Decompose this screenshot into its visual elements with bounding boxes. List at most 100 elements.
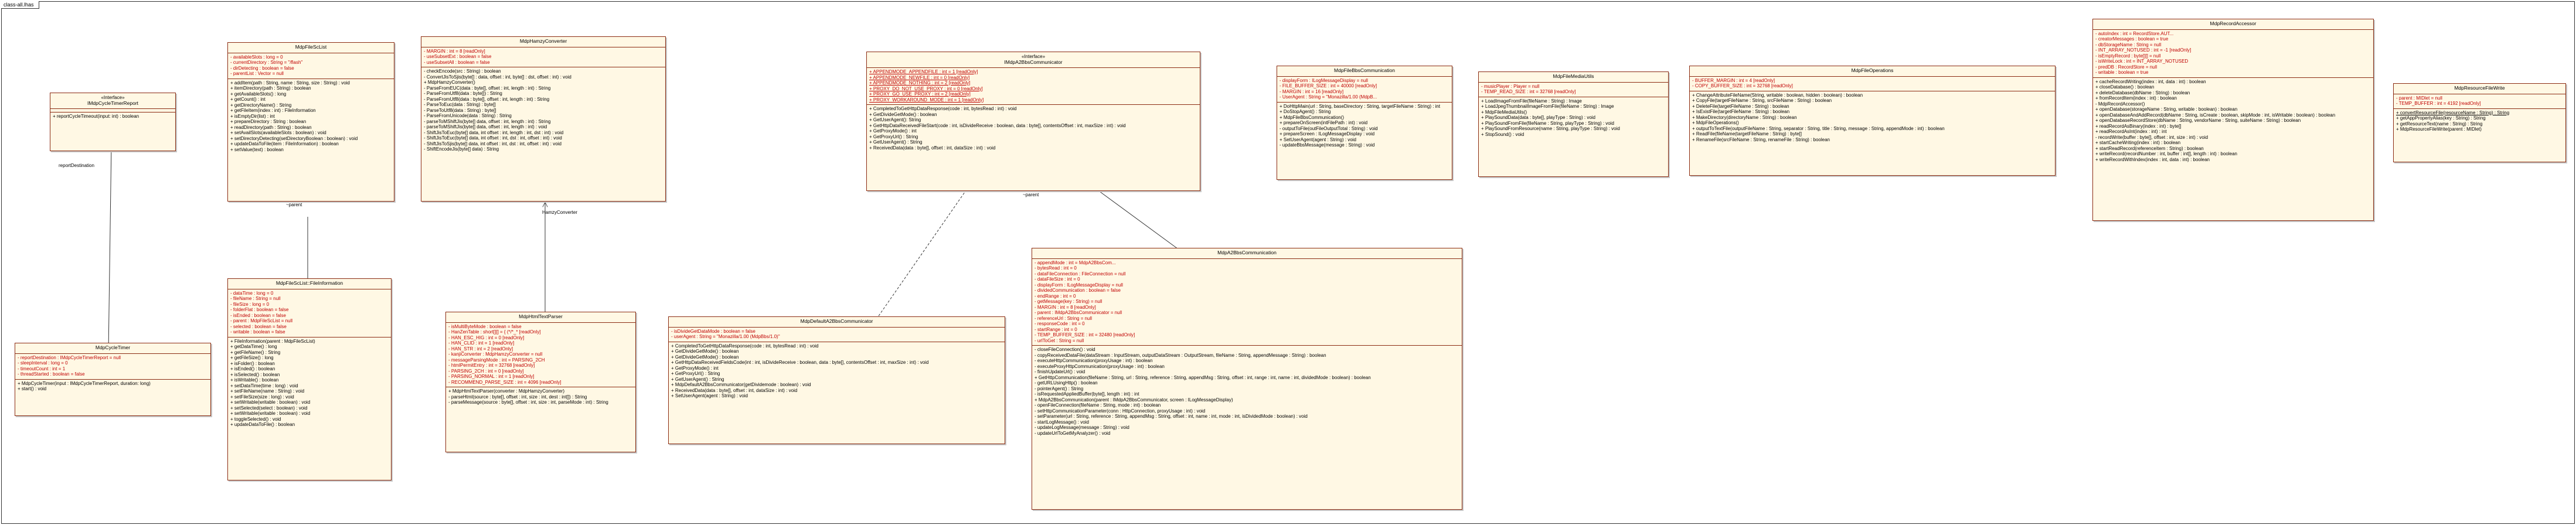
class-attribute: - MARGIN : int = 8 [readOnly] bbox=[1035, 304, 1096, 310]
class-operation: + StopSound() : void bbox=[1481, 131, 1524, 137]
class-fields-section: + APPENDMODE_APPENDFILE : int = 1 [readO… bbox=[867, 68, 1200, 105]
class-box-file-operations[interactable]: MdpFileOperations - BUFFER_MARGIN : int =… bbox=[1689, 66, 2056, 176]
class-box-a2bbs-communicator-iface[interactable]: «Interface»IMdpA2BbsCommunicator+ APPEND… bbox=[866, 52, 1200, 191]
class-operation: + isFolder() : boolean bbox=[230, 360, 275, 366]
class-operation: - ParseFromUtf8(data : byte[]) : String bbox=[424, 91, 502, 96]
class-fields-section: - MARGIN : int = 8 [readOnly]- useSubset… bbox=[421, 47, 665, 67]
class-operation: + addItem(path : String, name : String, … bbox=[230, 80, 350, 86]
class-operation: - ParseFromEUC(data : byte[], offset : i… bbox=[424, 85, 551, 91]
class-operation: + itemDirectory(path : String) : boolean bbox=[230, 86, 311, 91]
class-operation: + getFileItem(index : int) : FileInforma… bbox=[230, 108, 316, 113]
class-box-media-util[interactable]: MdpFileMediaUtils- musicPlayer : Player … bbox=[1478, 71, 1669, 177]
class-attribute: - musicPlayer : Player = null bbox=[1481, 83, 1540, 89]
class-header: MdpHamzyConverter bbox=[421, 37, 665, 47]
class-operation: + setDataTime(time : long) : void bbox=[230, 383, 298, 388]
class-operation: + ReadFile(fileName(targetFileName : Str… bbox=[1692, 131, 1802, 137]
class-name: IMdpA2BbsCommunicator bbox=[1004, 59, 1063, 65]
class-operation: - setHttpCommunicationParameter(conn : H… bbox=[1035, 408, 1206, 414]
class-attribute: - isWriteLock : int = INT_ARRAY_NOTUSED bbox=[2095, 59, 2189, 64]
class-operation: + MakeDirectory(directoryName : String) … bbox=[1692, 114, 1797, 120]
class-operation: + IsExistFile(targetFileName : String) :… bbox=[1692, 109, 1790, 114]
class-attribute: - TEMP_READ_SIZE : int = 32768 [readOnly… bbox=[1481, 89, 1576, 94]
class-box-a2bbs-communication[interactable]: MdpA2BbsCommunication- appendMode : int … bbox=[1032, 248, 1462, 510]
class-attribute: - dataTime : long = 0 bbox=[230, 290, 274, 296]
class-attribute: - parent : MdpFileScList = null bbox=[230, 318, 293, 323]
class-operation: + start() : void bbox=[18, 386, 47, 391]
class-operation: + startCacheWriting(index : int) : boole… bbox=[2095, 140, 2181, 145]
class-attribute: - BUFFER_MARGIN : int = 4 [readOnly] bbox=[1692, 77, 1775, 83]
class-header: MdpA2BbsCommunication bbox=[1032, 248, 1462, 259]
class-methods-section: + addItem(path : String, name : String, … bbox=[228, 79, 394, 155]
class-box-resource-file[interactable]: MdpResourceFileWrite- parent : MIDlet = … bbox=[2393, 83, 2566, 162]
class-operation: + CopyFile(targetFileName : String, srcF… bbox=[1692, 98, 1832, 103]
class-box-cycle-timer[interactable]: MdpCycleTimer- reportDestination : IMdpC… bbox=[15, 343, 211, 416]
class-attribute: - autoIndex : int = RecordStore.AUT... bbox=[2095, 30, 2174, 36]
class-name: MdpHamzyConverter bbox=[519, 38, 567, 44]
class-name: MdpFileBbsCommunication bbox=[1334, 67, 1395, 73]
class-operation: + getCount() : int bbox=[230, 97, 266, 102]
class-operation: + readRecordAsInt(index : int) : int bbox=[2095, 129, 2167, 134]
class-operation: + MdpA2BbsCommunication(parent : IMdpA2B… bbox=[1035, 397, 1233, 403]
class-operation: + writeRecord(recordNumber : int, buffer… bbox=[2095, 151, 2237, 156]
class-operation: + deleteDatabase(dbName : String) : bool… bbox=[2095, 90, 2190, 96]
class-attribute: - INT_ARRAY_NOTUSED : int = -1 [readOnly… bbox=[2095, 47, 2192, 53]
class-operation: + ReceivedData(data : byte[], offset : i… bbox=[869, 145, 996, 151]
class-box-record-accessor[interactable]: MdpRecordAccessor- autoIndex : int = Rec… bbox=[2092, 19, 2374, 221]
class-attribute: - parentList : Vector = null bbox=[230, 71, 284, 76]
class-header: MdpFileMediaUtils bbox=[1479, 72, 1668, 83]
class-operation: + GetProxyUrl() : String bbox=[869, 134, 918, 139]
class-methods-section: + LoadImageFromFile(fileName : String) :… bbox=[1479, 97, 1668, 139]
relation-label: ~parent bbox=[1023, 192, 1039, 197]
class-box-file-sc-list[interactable]: MdpFileScList- availableSlots : long = 0… bbox=[227, 42, 394, 202]
class-header: MdpFileScList::FileInformation bbox=[228, 279, 391, 289]
class-box-html-parser[interactable]: MdpHtmlTextParser- isMultiByteMode : boo… bbox=[445, 312, 636, 452]
class-methods-section: + FileInformation(parent : MdpFileScList… bbox=[228, 338, 391, 429]
class-attribute: - TEMP_BUFFER : int = 4192 [readOnly] bbox=[2396, 101, 2481, 106]
class-operation: - copyReceivedDataFile(dataStream : Inpu… bbox=[1035, 352, 1326, 358]
class-operation: + GetHttpDataReceivedFileStart(code : in… bbox=[869, 122, 1126, 128]
class-operation: + PlaySoundData(data : byte[], playType … bbox=[1481, 115, 1595, 120]
class-operation: - parseMessage(source : byte[], offset :… bbox=[448, 400, 608, 405]
class-operation: - executeHttpCommunication(proxyUsage : … bbox=[1035, 358, 1153, 363]
class-operation: + isEnded() : boolean bbox=[230, 366, 275, 371]
class-attribute: - predDB : RecordStore = null bbox=[2095, 64, 2158, 70]
class-operation: + MdpFileMediaUtils() bbox=[1481, 109, 1527, 115]
class-operation: - ConvertJisToSjis(byte[] : data, offset… bbox=[424, 74, 571, 80]
class-box-bbs-communication[interactable]: MdpFileBbsCommunication - displayForm : I… bbox=[1277, 66, 1452, 180]
class-methods-section: - closeFileConnection() : void- copyRece… bbox=[1032, 346, 1462, 438]
class-attribute: - getMessage(key : String) = null bbox=[1035, 299, 1102, 304]
class-attribute: - HanZenTable : short[][] = { (*/*_* [re… bbox=[448, 329, 541, 335]
class-attribute: + PROXY_GO_USE_PROXY : int = 2 [readOnly… bbox=[869, 91, 971, 97]
class-operation: + GetUserAgent() : String bbox=[671, 376, 724, 382]
class-operation: + isEmptyDir(list) : int bbox=[230, 113, 275, 119]
class-operation: + cacheRecordWriting(index : int, data :… bbox=[2095, 79, 2206, 84]
class-operation: + LoadJpegThumbnailImageFromFile(fileNam… bbox=[1481, 104, 1614, 109]
class-operation: + setWritable(writable : boolean) : void bbox=[230, 411, 311, 416]
class-box-file-information[interactable]: MdpFileScList::FileInformation- dataTime… bbox=[227, 278, 392, 480]
class-attribute: + PROXY_WORKAROUND_MODE : int = 1 [readO… bbox=[869, 97, 984, 103]
class-attribute: - isMultiByteMode : boolean = false bbox=[448, 323, 522, 329]
class-attribute: - displayForm : ILogMessageDisplay = nul… bbox=[1280, 77, 1368, 83]
class-attribute: + APPENDMODE_NEWFILE : int = 0 [readOnly… bbox=[869, 74, 970, 80]
class-operation: - openFileConnection(fileName : String, … bbox=[1035, 403, 1161, 408]
class-operation: - ParseFromUnicode(data : String) : Stri… bbox=[424, 113, 512, 118]
class-attribute: - isEmptyRecord : byte[][] = null bbox=[2095, 53, 2161, 59]
class-attribute: + PROXY_DO_NOT_USE_PROXY : int = 0 [read… bbox=[869, 86, 983, 91]
class-name: MdpFileOperations bbox=[1851, 67, 1894, 73]
class-operation: + MdpFileBbsCommunication() bbox=[1280, 114, 1345, 120]
class-operation: - setParameter(url : String, reference :… bbox=[1035, 414, 1308, 419]
class-operation: - ShiftJisToSjis(byte[] data, int offset… bbox=[424, 141, 562, 146]
class-attribute: - HAN_CLID : int = 1 [readOnly] bbox=[448, 340, 515, 346]
class-box-hamzy-converter[interactable]: MdpHamzyConverter - MARGIN : int = 8 [rea… bbox=[421, 36, 666, 202]
class-header: MdpRecordAccessor bbox=[2093, 19, 2373, 30]
class-name: MdpFileScList::FileInformation bbox=[275, 280, 343, 286]
class-attribute: - dataFileSize : int = 0 bbox=[1035, 277, 1080, 282]
class-name: MdpResourceFileWrite bbox=[2454, 85, 2505, 91]
class-operation: + prepareDirectory : String : boolean bbox=[230, 119, 307, 124]
class-operation: + GetDivideGetMode() : boolean bbox=[869, 111, 937, 117]
class-box-cycle-timer-report[interactable]: «Interface»IMdpCycleTimerReport+ reportC… bbox=[50, 93, 176, 151]
class-methods-section: + ChangeAttributeFileName(String, writab… bbox=[1690, 91, 2055, 145]
class-operation: + convertResourceFile(resourceName : Str… bbox=[2396, 110, 2510, 115]
class-operation: - isRequestedAppliedBuffer(byte[], lengt… bbox=[1035, 391, 1139, 397]
class-box-default-a2bbs[interactable]: MdpDefaultA2BbsCommunicator- isDivideGet… bbox=[668, 316, 1005, 444]
